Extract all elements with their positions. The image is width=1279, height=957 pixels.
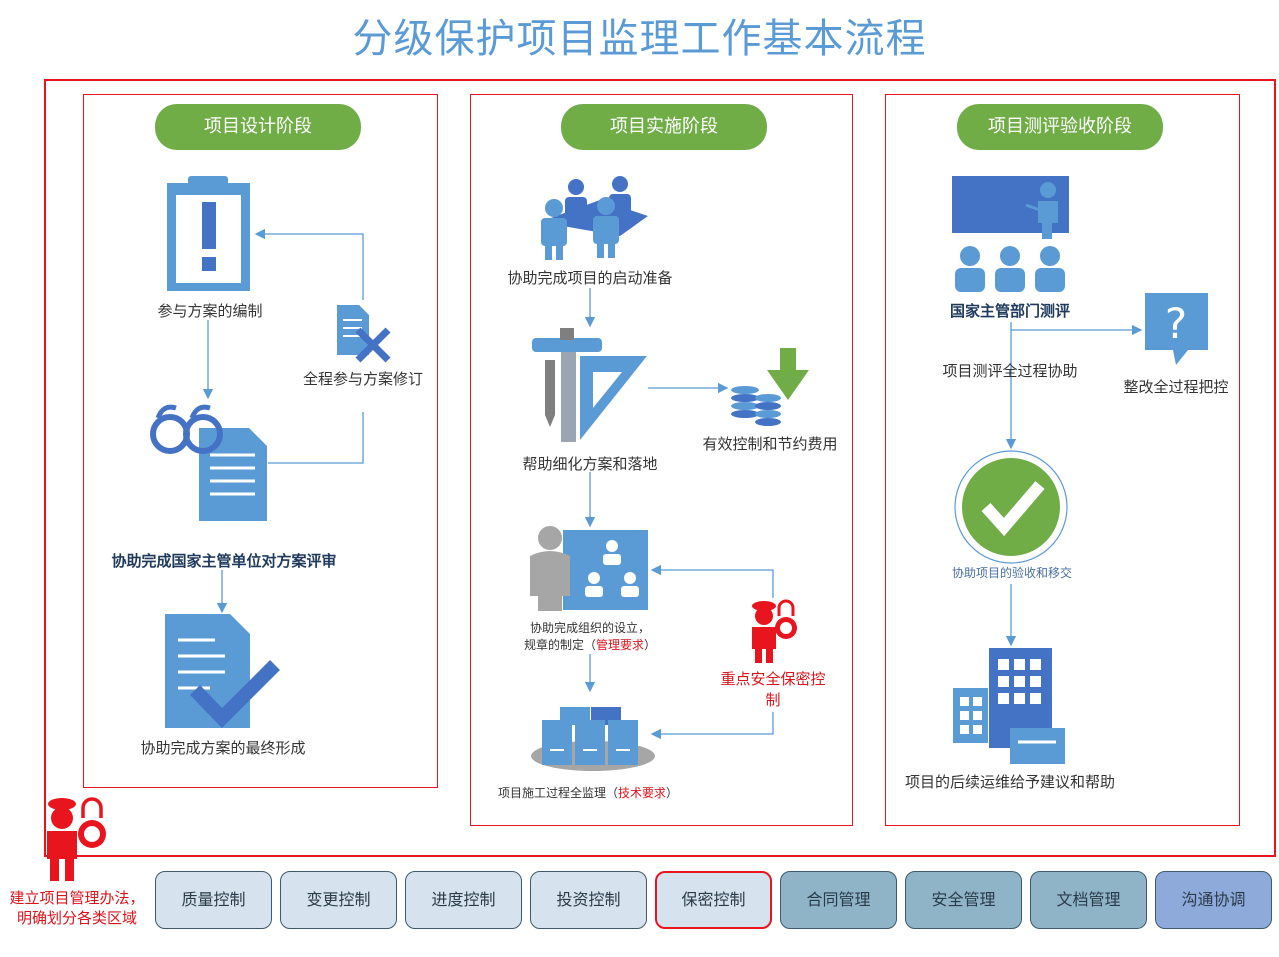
step-plan-review: 协助完成国家主管单位对方案评审 (111, 552, 337, 570)
management-requirement: 管理要求 (595, 638, 644, 652)
step-national-evaluation: 国家主管部门测评 (949, 302, 1070, 320)
tab-document-management[interactable]: 文档管理 (1030, 871, 1147, 929)
question-bubble-icon: ? (1145, 293, 1208, 365)
security-guard-left-icon (47, 797, 106, 881)
clipboard-icon (167, 176, 250, 291)
phase-acceptance-label: 项目测评验收阶段 (957, 104, 1163, 150)
step-organization-line1: 协助完成组织的设立， (529, 621, 650, 635)
page-title: 分级保护项目监理工作基本流程 (352, 16, 927, 62)
step-maintenance-advice: 项目的后续运维给予建议和帮助 (904, 773, 1115, 791)
left-note: 建立项目管理办法，明确划分各类区域 (9, 889, 145, 927)
tab-safety-management[interactable]: 安全管理 (905, 871, 1022, 929)
step-organization-line2: 规章的制定（管理要求） (523, 638, 657, 652)
step-evaluation-assist: 项目测评全过程协助 (942, 362, 1078, 380)
step-security-control: 重点安全保密控制 (720, 670, 826, 709)
connector (268, 412, 364, 464)
tab-schedule-control[interactable]: 进度控制 (405, 871, 522, 929)
outer-frame (44, 79, 1276, 857)
panel-implementation (470, 94, 853, 826)
revise-doc-icon (337, 305, 391, 363)
panel-design (83, 94, 438, 788)
step-acceptance-handover: 协助项目的验收和移交 (951, 566, 1072, 580)
step-cost-control: 有效控制和节约费用 (702, 435, 838, 453)
tab-contract-management[interactable]: 合同管理 (780, 871, 897, 929)
step-draft-plan: 参与方案的编制 (157, 302, 263, 320)
step-rectification: 整改全过程把控 (1123, 378, 1229, 396)
svg-text:?: ? (1165, 299, 1187, 348)
step-refine-plan: 帮助细化方案和落地 (522, 455, 658, 473)
technical-requirement: 技术要求 (617, 786, 666, 800)
organization-icon (530, 526, 648, 611)
cost-saving-icon (731, 348, 809, 426)
connector (650, 712, 774, 740)
connector (254, 228, 364, 300)
step-revise-plan: 全程参与方案修订 (302, 370, 423, 388)
meeting-icon (540, 176, 648, 260)
step-plan-final: 协助完成方案的最终形成 (140, 739, 306, 757)
presentation-icon (952, 176, 1069, 292)
glasses-doc-icon (150, 404, 267, 521)
phase-design-label: 项目设计阶段 (155, 104, 361, 150)
servers-icon (531, 707, 655, 771)
tab-change-control[interactable]: 变更控制 (280, 871, 397, 929)
phase-implementation-label: 项目实施阶段 (561, 104, 767, 150)
tab-confidentiality-control[interactable]: 保密控制 (655, 871, 772, 929)
buildings-icon (953, 648, 1065, 764)
tab-quality-control[interactable]: 质量控制 (155, 871, 272, 929)
tab-communication[interactable]: 沟通协调 (1155, 871, 1272, 929)
step-construction-supervision: 项目施工过程全监理（技术要求） (497, 786, 679, 800)
design-tools-icon (532, 328, 647, 442)
panel-acceptance (885, 94, 1240, 826)
tab-investment-control[interactable]: 投资控制 (530, 871, 647, 929)
security-guard-icon (752, 599, 797, 663)
step-kickoff: 协助完成项目的启动准备 (507, 269, 673, 287)
final-doc-check-icon (165, 614, 280, 728)
connector (650, 564, 774, 598)
checkmark-circle-icon (954, 450, 1068, 564)
